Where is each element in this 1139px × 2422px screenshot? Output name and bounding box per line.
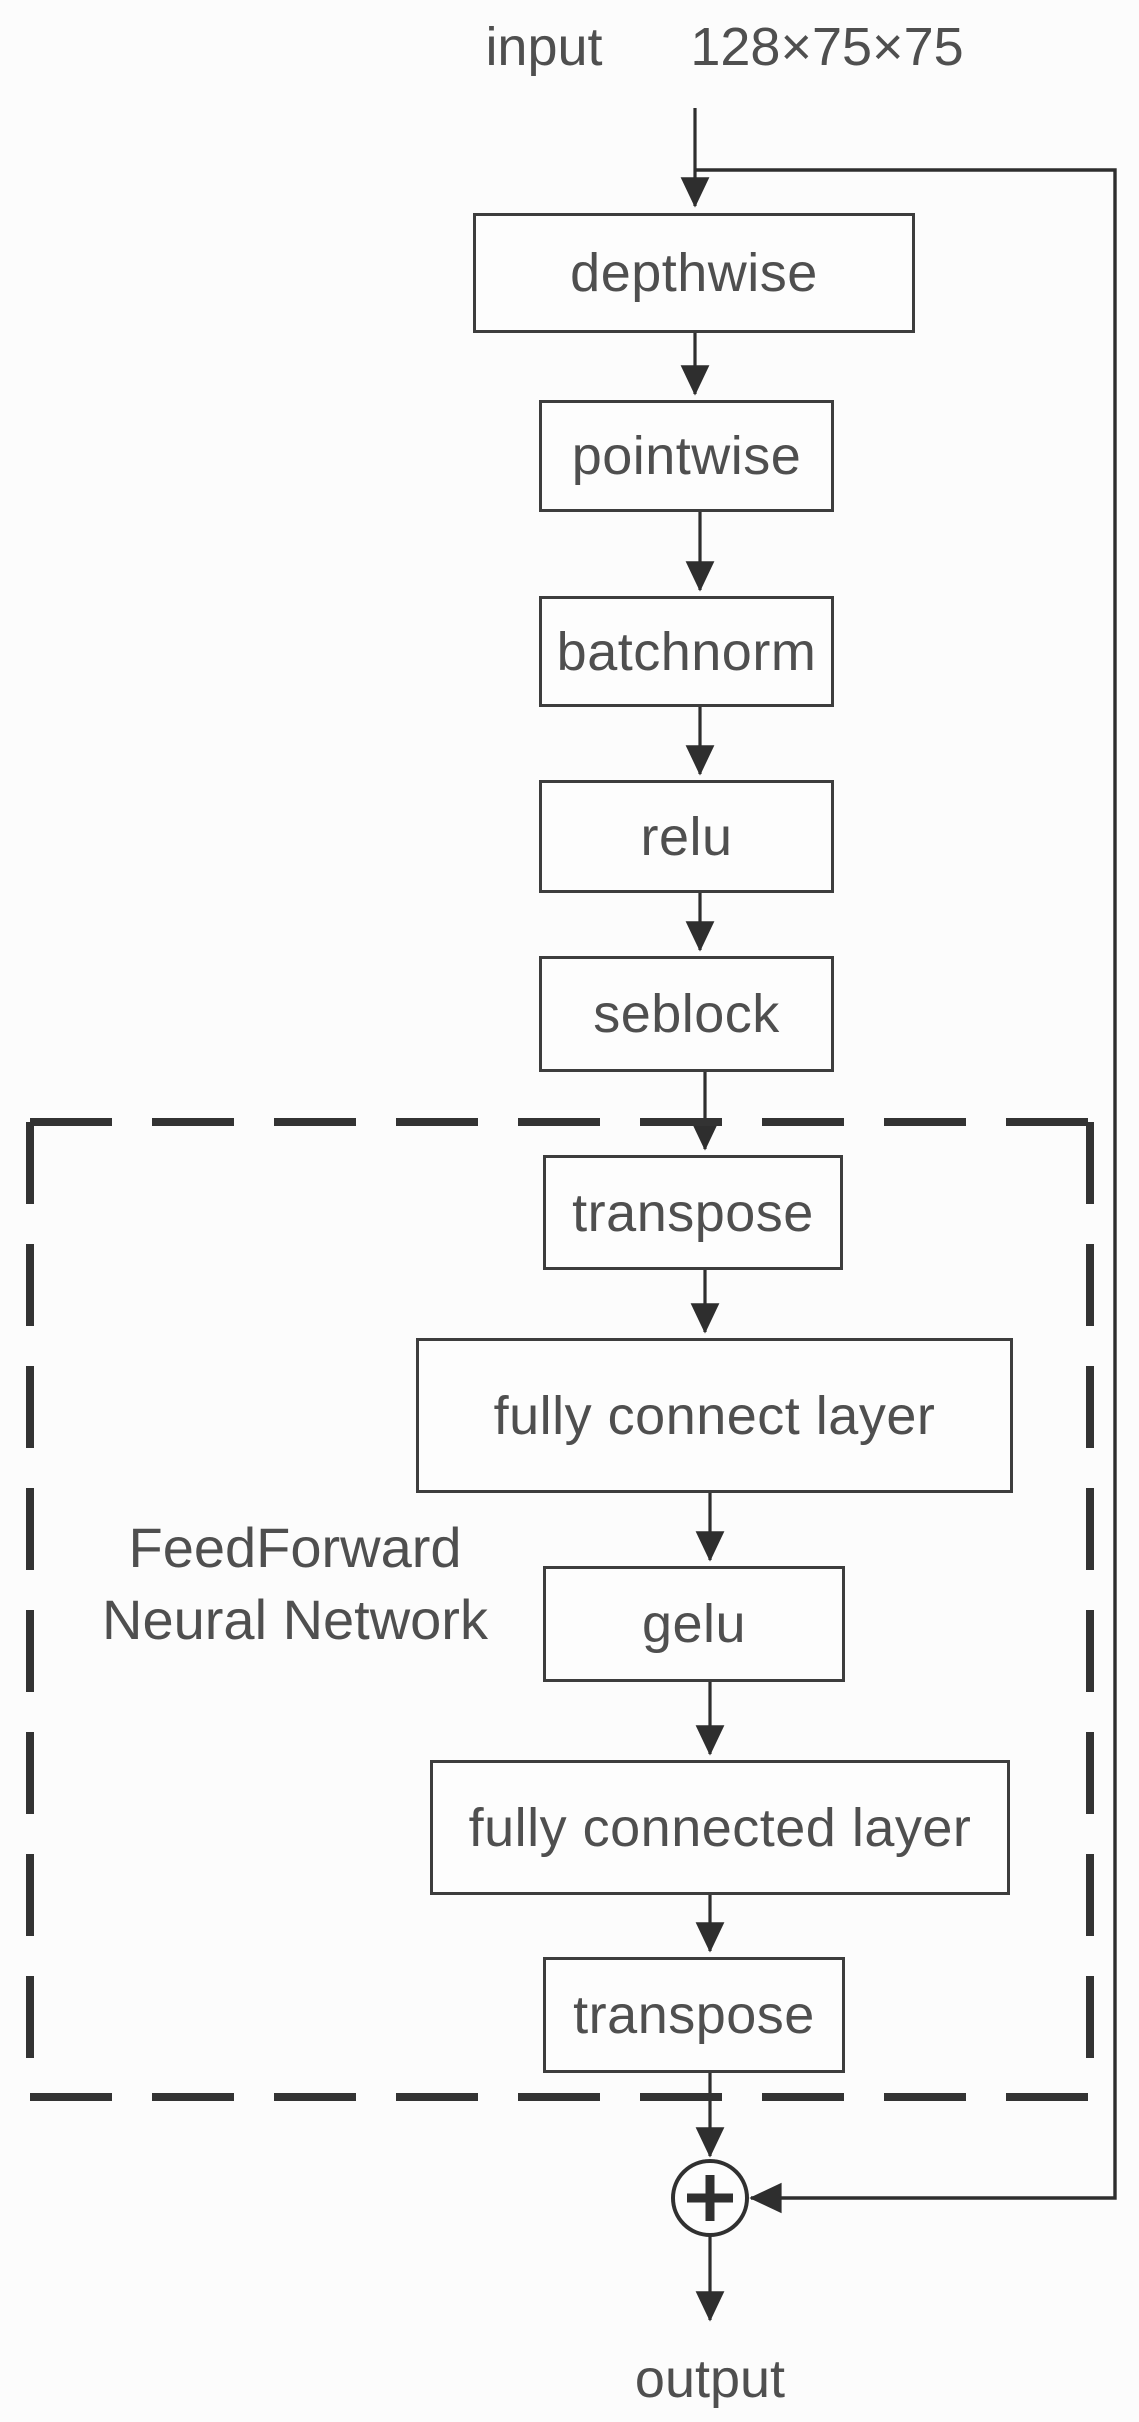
feedforward-group-label-line1: FeedForward <box>128 1516 462 1579</box>
node-seblock: seblock <box>539 956 834 1072</box>
node-fully-connected-layer-label: fully connected layer <box>468 1797 972 1858</box>
node-batchnorm-label: batchnorm <box>556 621 817 682</box>
sum-plus-icon <box>687 2175 733 2221</box>
output-label: output <box>634 2349 786 2409</box>
node-seblock-label: seblock <box>593 984 780 1044</box>
node-transpose-2-label: transpose <box>573 1985 815 2045</box>
node-fully-connected-layer: fully connected layer <box>430 1760 1010 1895</box>
node-relu-label: relu <box>640 806 733 867</box>
node-depthwise: depthwise <box>473 213 915 333</box>
feedforward-group-outline <box>26 1118 1094 2101</box>
node-transpose-1-label: transpose <box>572 1182 814 1243</box>
node-pointwise: pointwise <box>539 400 834 512</box>
node-fully-connect-layer-label: fully connect layer <box>493 1385 936 1446</box>
feedforward-group-label: FeedForward Neural Network <box>60 1512 530 1656</box>
node-gelu-label: gelu <box>641 1594 747 1654</box>
input-dims-label: 128×75×75 <box>690 17 964 77</box>
node-transpose-2: transpose <box>543 1957 845 2073</box>
input-label: input <box>485 17 603 77</box>
node-fully-connect-layer: fully connect layer <box>416 1338 1013 1493</box>
node-pointwise-label: pointwise <box>571 426 802 486</box>
skip-connection-line <box>695 168 1117 2214</box>
node-depthwise-label: depthwise <box>570 243 818 303</box>
node-batchnorm: batchnorm <box>539 596 834 707</box>
node-relu: relu <box>539 780 834 893</box>
feedforward-group-label-line2: Neural Network <box>102 1588 488 1651</box>
node-gelu: gelu <box>543 1566 845 1682</box>
sum-node <box>671 2159 749 2237</box>
node-transpose-1: transpose <box>543 1155 843 1270</box>
